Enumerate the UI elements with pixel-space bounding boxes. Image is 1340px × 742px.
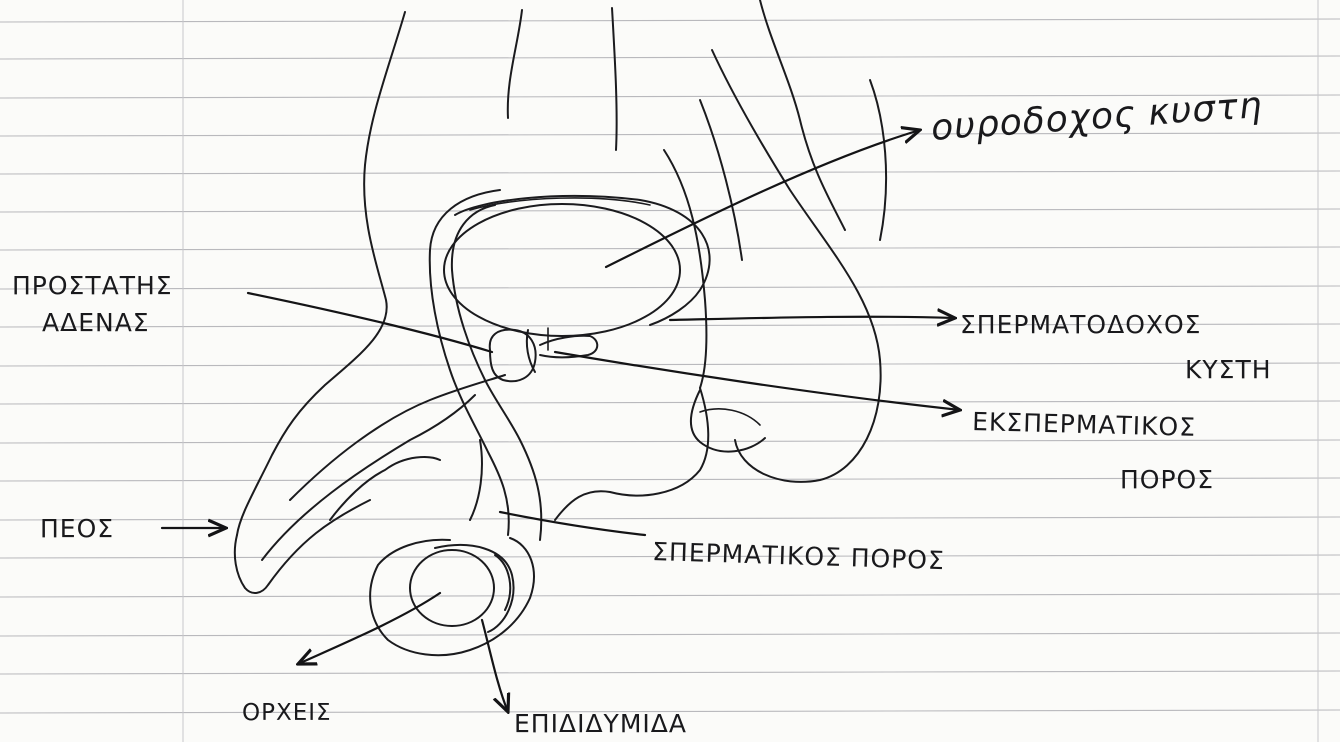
label-penis: ΠΕΟΣ	[40, 514, 114, 543]
leader-lines	[162, 130, 960, 712]
label-prostate-line2: ΑΔΕΝΑΣ	[42, 308, 150, 337]
leader-bladder	[606, 130, 920, 267]
label-prostate-line1: ΠΡΟΣΤΑΤΗΣ	[12, 271, 173, 300]
label-epididymis: ΕΠΙΔΙΔΥΜΙΔΑ	[514, 709, 687, 738]
label-bladder: ουροδοχος κυστη	[930, 85, 1264, 149]
body-outline	[237, 0, 886, 535]
label-ejaculatory-duct-line1: ΕΚΣΠΕΡΜΑΤΙΚΟΣ	[972, 407, 1197, 442]
penis-outline	[235, 375, 505, 593]
bladder-outline	[444, 196, 710, 336]
leader-seminal-vesicle	[670, 317, 955, 320]
diagram-labels: ουροδοχος κυστη ΠΡΟΣΤΑΤΗΣ ΑΔΕΝΑΣ ΣΠΕΡΜΑΤ…	[12, 85, 1272, 738]
leader-vas-deferens	[500, 512, 645, 535]
leader-ejaculatory-duct	[555, 352, 960, 410]
label-vas-deferens: ΣΠΕΡΜΑΤΙΚΟΣ ΠΟΡΟΣ	[652, 537, 945, 575]
leader-epididymis	[482, 620, 508, 712]
label-seminal-vesicle-line1: ΣΠΕΡΜΑΤΟΔΟΧΟΣ	[960, 310, 1201, 339]
label-seminal-vesicle-line2: ΚΥΣΤΗ	[1185, 355, 1272, 384]
label-ejaculatory-duct-line2: ΠΟΡΟΣ	[1120, 465, 1214, 494]
label-testes: ΟΡΧΕΙΣ	[242, 700, 332, 726]
